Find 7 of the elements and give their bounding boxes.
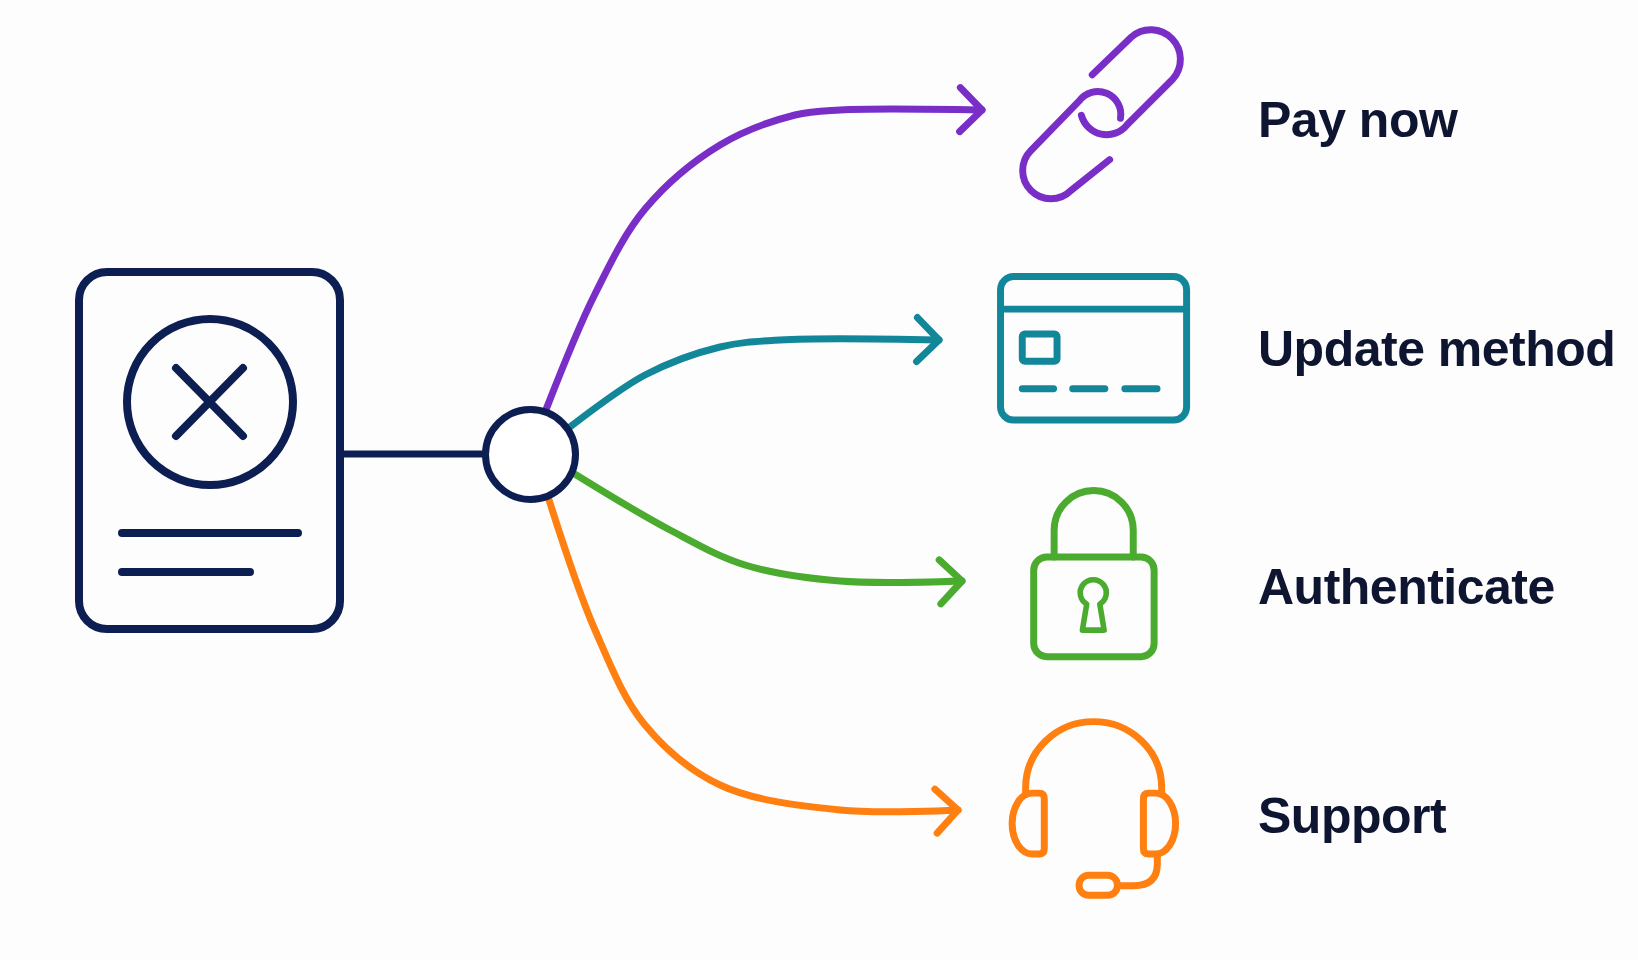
action-label: Authenticate — [1258, 558, 1555, 617]
action-label: Support — [1258, 787, 1447, 846]
arrow — [543, 84, 986, 412]
action-label: Update method — [1258, 320, 1616, 379]
arrow — [545, 495, 962, 837]
arrow — [566, 314, 943, 431]
action-label: Pay now — [1258, 91, 1458, 150]
